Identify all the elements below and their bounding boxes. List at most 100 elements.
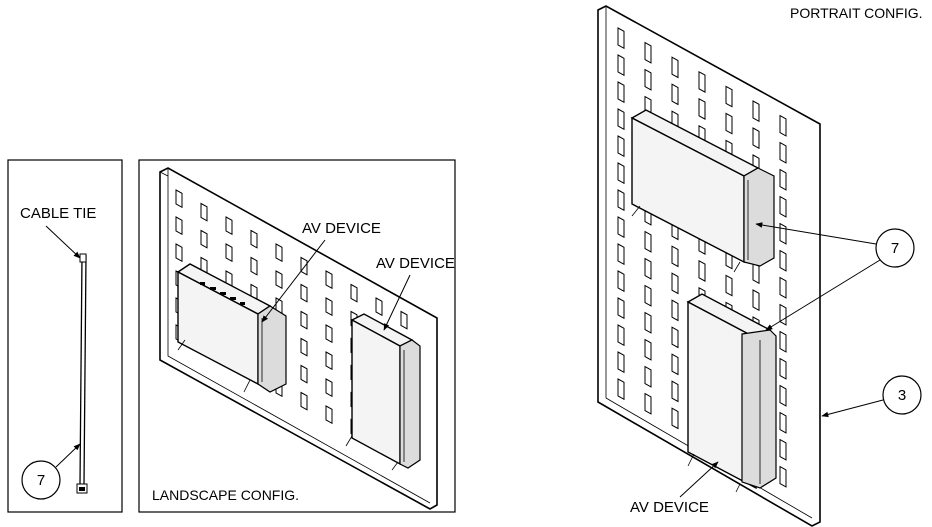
panel-slot bbox=[175, 189, 183, 209]
panel-slot bbox=[644, 365, 652, 388]
panel-slot bbox=[300, 391, 308, 411]
portrait-av-leader bbox=[679, 461, 719, 498]
panel-slot bbox=[325, 378, 333, 398]
panel-slot bbox=[225, 243, 233, 263]
panel-slot bbox=[671, 83, 679, 106]
panel-slot bbox=[779, 141, 787, 164]
callout-7-leader-top bbox=[755, 222, 877, 245]
panel-slot bbox=[671, 272, 679, 295]
landscape-av-device-label-1: AV DEVICE bbox=[302, 220, 381, 237]
panel-slot bbox=[644, 257, 652, 280]
panel-slot bbox=[325, 405, 333, 425]
panel-slot bbox=[752, 100, 760, 123]
callout-7-portrait-circle bbox=[875, 228, 915, 268]
callout-7-circle bbox=[21, 460, 61, 500]
panel-slot bbox=[671, 299, 679, 322]
panel-slot bbox=[725, 274, 733, 297]
panel-slot bbox=[698, 259, 706, 282]
landscape-config-detail: AV DEVICE AV DEVICE LANDSCAPE CONFIG. bbox=[138, 159, 456, 513]
panel-slot bbox=[200, 229, 208, 249]
landscape-av-device-label-2: AV DEVICE bbox=[376, 255, 455, 272]
portrait-config-label: PORTRAIT CONFIG. bbox=[790, 5, 923, 21]
portrait-av-device-bottom bbox=[686, 293, 777, 493]
landscape-av-leader-1 bbox=[261, 239, 326, 323]
panel-slot bbox=[779, 222, 787, 245]
panel-slot bbox=[617, 27, 625, 50]
callout-3-number: 3 bbox=[898, 387, 906, 404]
panel-slot bbox=[300, 256, 308, 276]
panel-slot bbox=[175, 243, 183, 263]
panel-slot bbox=[752, 289, 760, 312]
panel-slot bbox=[671, 353, 679, 376]
cable-tie-icon bbox=[76, 253, 88, 494]
panel-slot bbox=[617, 297, 625, 320]
panel-slot bbox=[275, 270, 283, 290]
panel-slot bbox=[725, 85, 733, 108]
panel-slot bbox=[779, 411, 787, 434]
panel-slot bbox=[698, 70, 706, 93]
panel-slot bbox=[779, 168, 787, 191]
callout-7-leader bbox=[55, 443, 81, 468]
panel-slot bbox=[779, 384, 787, 407]
callout-3-leader bbox=[821, 399, 884, 418]
panel-slot bbox=[300, 364, 308, 384]
panel-slot bbox=[779, 438, 787, 461]
panel-slot bbox=[779, 330, 787, 353]
panel-slot bbox=[617, 378, 625, 401]
panel-slot bbox=[300, 310, 308, 330]
landscape-frame bbox=[138, 159, 456, 513]
panel-slot bbox=[644, 41, 652, 64]
panel-slot bbox=[779, 276, 787, 299]
panel-slot bbox=[200, 202, 208, 222]
panel-slot bbox=[617, 162, 625, 185]
panel-slot bbox=[779, 195, 787, 218]
panel-slot bbox=[644, 68, 652, 91]
panel-slot bbox=[617, 54, 625, 77]
panel-slot bbox=[644, 230, 652, 253]
portrait-av-device-top bbox=[630, 109, 775, 273]
panel-slot bbox=[671, 380, 679, 403]
panel-slot bbox=[617, 108, 625, 131]
panel-slot bbox=[617, 351, 625, 374]
panel-slot bbox=[250, 229, 258, 249]
panel-slot bbox=[617, 243, 625, 266]
cable-tie-label: CABLE TIE bbox=[20, 205, 96, 222]
panel-slot bbox=[617, 189, 625, 212]
panel-slot bbox=[225, 216, 233, 236]
panel-slot bbox=[375, 297, 383, 317]
panel-slot bbox=[644, 392, 652, 415]
panel-slot bbox=[325, 351, 333, 371]
panel-slot bbox=[617, 270, 625, 293]
panel-slot bbox=[325, 270, 333, 290]
callout-7-leader-bottom bbox=[765, 259, 881, 331]
landscape-config-label: LANDSCAPE CONFIG. bbox=[152, 487, 299, 503]
callout-3-circle bbox=[882, 375, 922, 415]
panel-slot bbox=[617, 216, 625, 239]
portrait-config-detail: PORTRAIT CONFIG. 7 3 bbox=[597, 5, 923, 527]
cable-tie-detail: CABLE TIE 7 bbox=[7, 159, 123, 513]
panel-slot bbox=[300, 337, 308, 357]
panel-slot bbox=[644, 338, 652, 361]
panel-slot bbox=[671, 245, 679, 268]
cable-tie-frame bbox=[7, 159, 123, 513]
panel-slot bbox=[617, 81, 625, 104]
landscape-av-leader-2 bbox=[383, 274, 411, 331]
panel-slot bbox=[275, 243, 283, 263]
callout-7-number: 7 bbox=[37, 472, 45, 489]
panel-slot bbox=[779, 249, 787, 272]
panel-slot bbox=[617, 324, 625, 347]
panel-slot bbox=[779, 357, 787, 380]
landscape-av-device-right bbox=[345, 313, 421, 471]
panel-slot bbox=[400, 310, 408, 330]
panel-slot bbox=[779, 303, 787, 326]
panel-slot bbox=[644, 284, 652, 307]
panel-slot bbox=[779, 465, 787, 488]
panel-slot bbox=[350, 283, 358, 303]
portrait-av-device-label: AV DEVICE bbox=[630, 499, 709, 516]
panel-slot bbox=[725, 112, 733, 135]
panel-slot bbox=[325, 324, 333, 344]
panel-slot bbox=[671, 407, 679, 430]
panel-slot bbox=[250, 256, 258, 276]
panel-slot bbox=[300, 283, 308, 303]
